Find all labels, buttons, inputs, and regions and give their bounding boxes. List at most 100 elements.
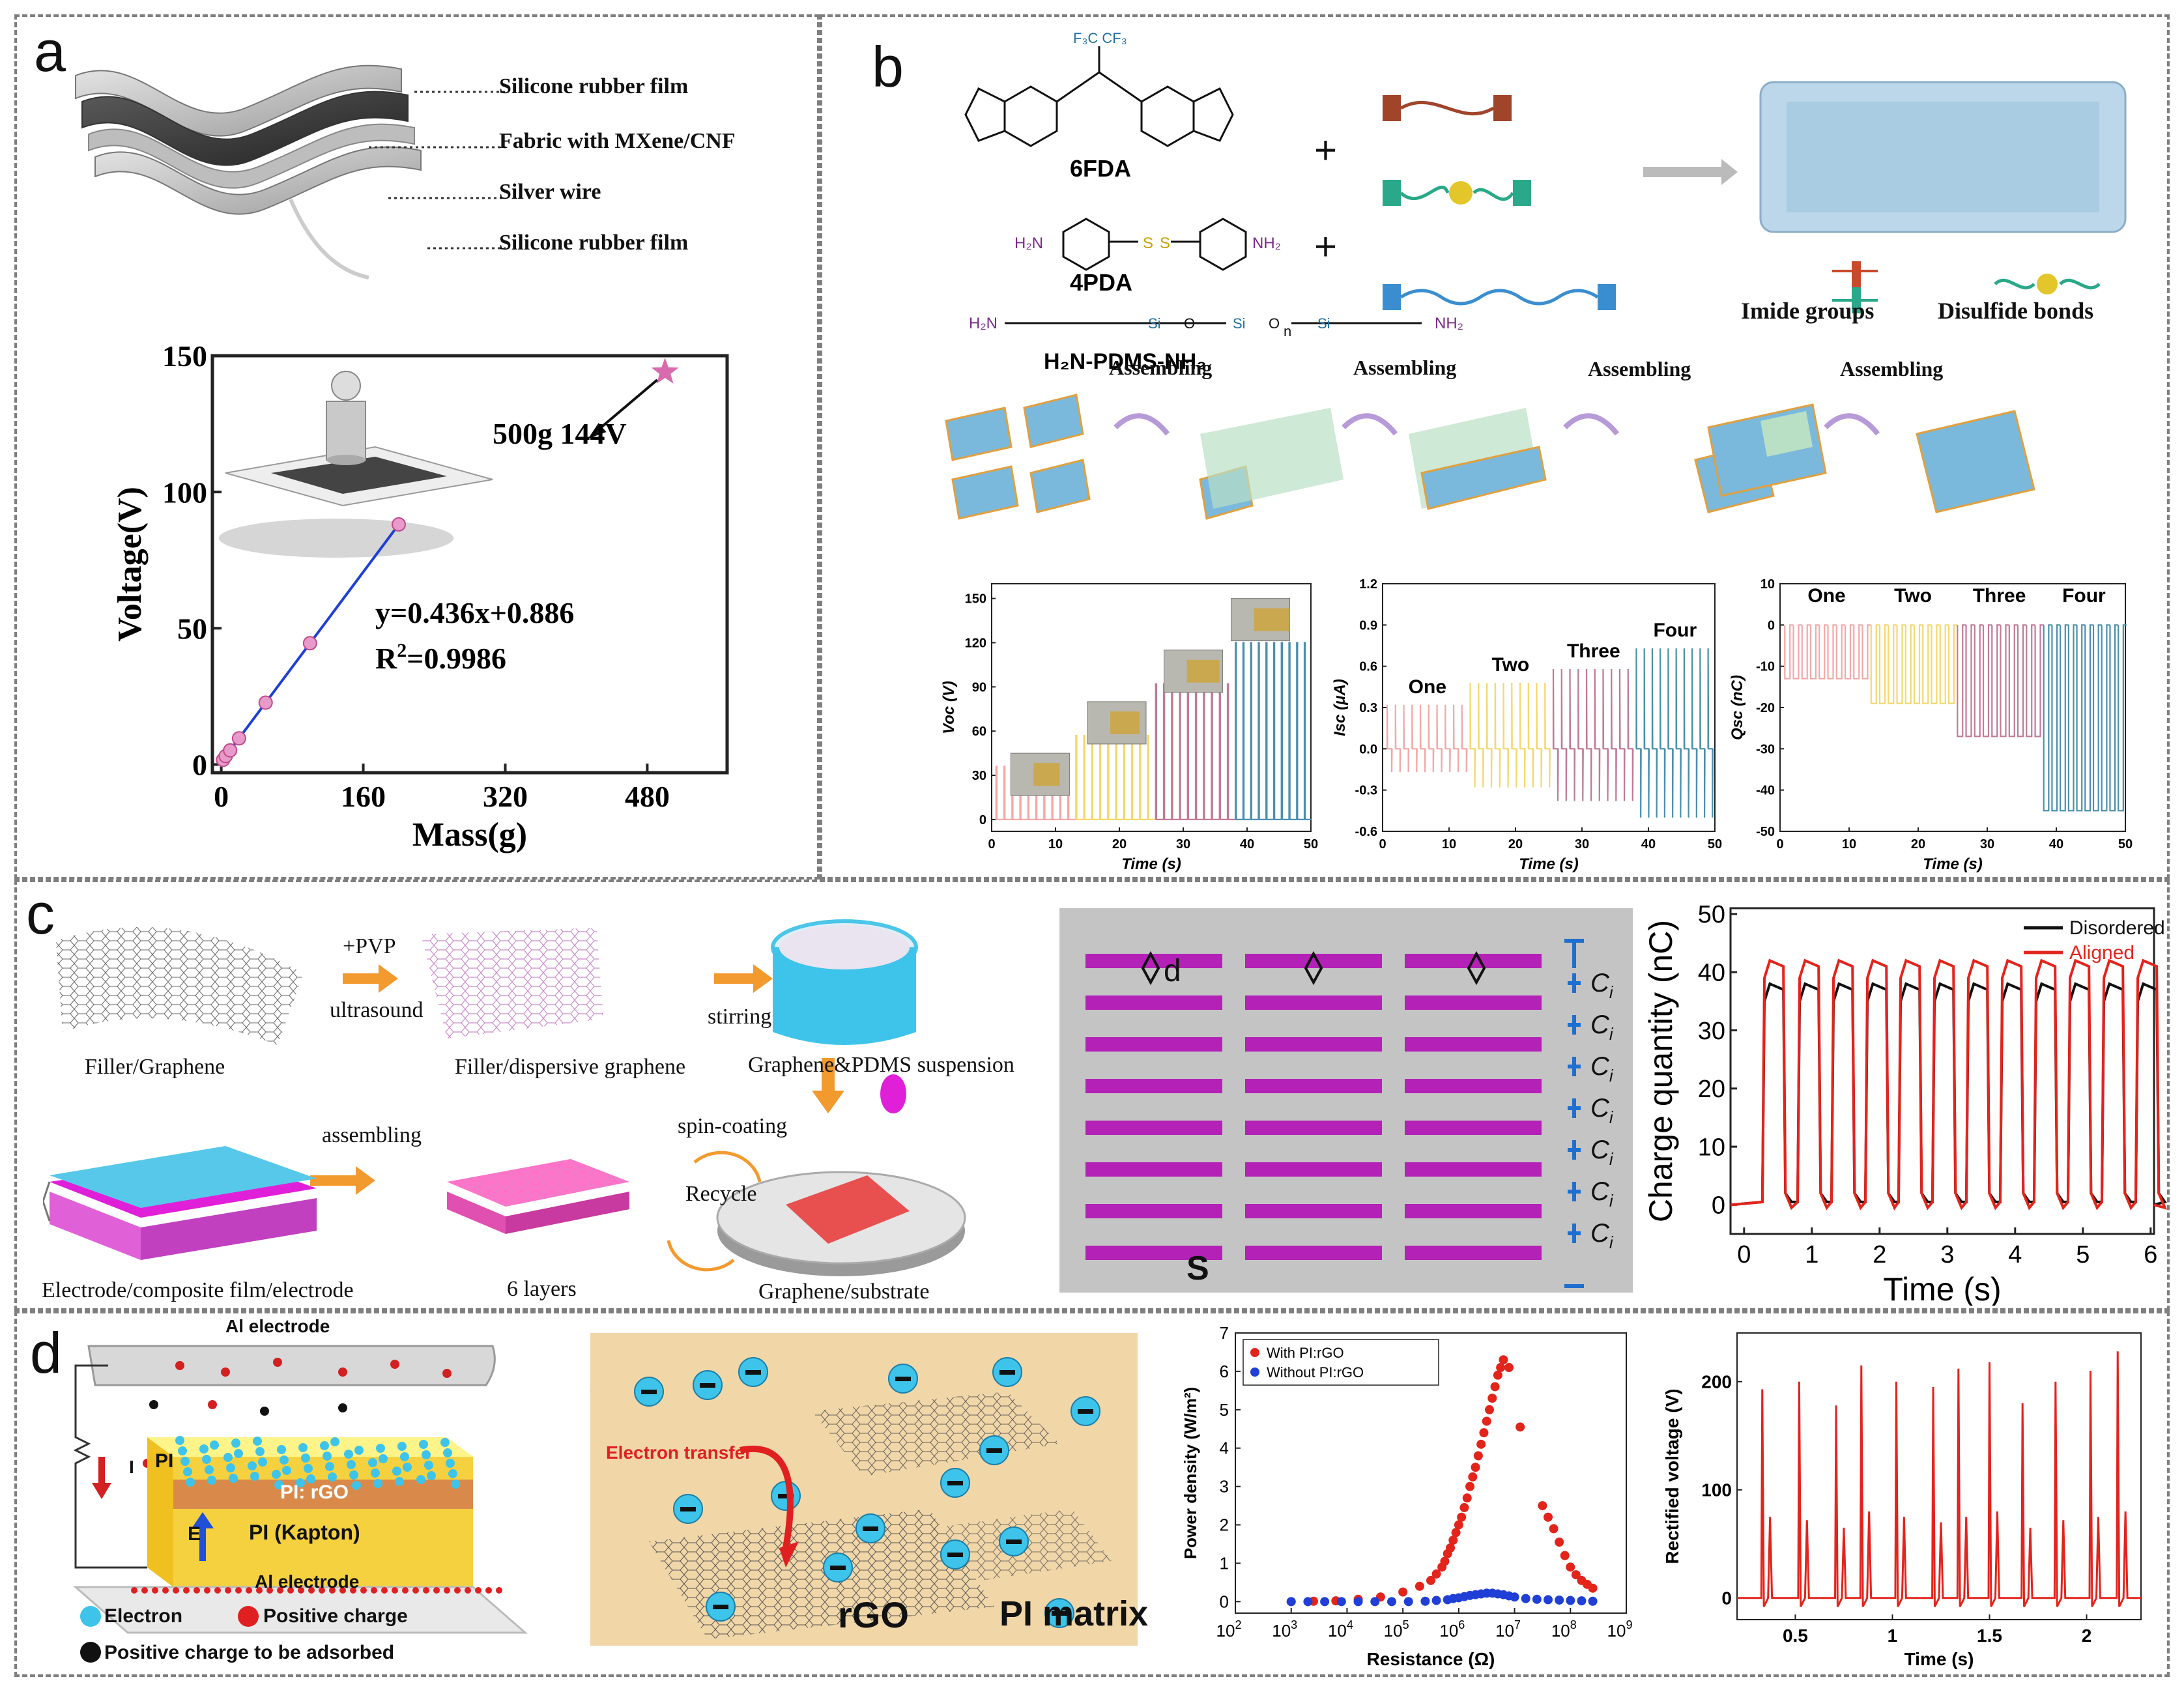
data-point [1448, 1536, 1458, 1545]
data-point [1482, 1416, 1491, 1426]
label-rgo: rGO [838, 1594, 909, 1635]
minus-sign [947, 1553, 963, 1557]
c-charge-xtick-label: 2 [1873, 1241, 1886, 1268]
legend-adsorbed: Positive charge to be adsorbed [104, 1642, 395, 1663]
positive-charge-dot [141, 1587, 148, 1594]
b-isc-pulse [1675, 648, 1682, 818]
assembling-label-4: Assembling [1840, 357, 1944, 380]
b-qsc-pulse [1939, 624, 1949, 704]
b-voc-pulse [1075, 734, 1084, 821]
plus-sign-2: + [1314, 225, 1338, 268]
b-isc-annotation: Three [1567, 640, 1620, 662]
chart-d1-ylabel: Power density (W/m²) [1181, 1387, 1200, 1559]
data-point [1555, 1538, 1564, 1547]
electron-dot [371, 1468, 380, 1478]
electron-dot [258, 1457, 267, 1467]
c-charge-frame [1729, 907, 2155, 1235]
chart-d1-xtick-label: 102 [1216, 1618, 1242, 1640]
b-isc-pulse [1611, 668, 1617, 801]
b-qsc-pulse [1784, 624, 1794, 680]
legend-label: Aligned [2069, 942, 2134, 964]
pda-name: 4PDA [1070, 269, 1132, 296]
b-qsc-pulse [2092, 624, 2102, 812]
b-qsc-annotation: Four [2062, 585, 2106, 607]
a-voltage-mass-ytick-label: 100 [162, 476, 207, 509]
panel-a: a Silicone rubber film Fabric with MXene… [14, 14, 820, 880]
electron-dot [298, 1443, 308, 1452]
electron-dot [304, 1464, 313, 1473]
data-point [1370, 1597, 1380, 1607]
b-qsc-ytick-label: -50 [1756, 825, 1775, 839]
positive-charge-dot [235, 1587, 242, 1594]
chart-d1-ytick-label: 7 [1220, 1323, 1229, 1343]
monomer-structures: F₃C CF₃ 6FDA H₂N S S NH₂ 4PDA H₂N Si O S… [964, 30, 1463, 374]
electron-dot [280, 1455, 289, 1465]
minus-sign [863, 1526, 878, 1531]
b-voc-frame [991, 583, 1312, 832]
b-isc-pulse [1683, 648, 1690, 818]
b-isc-pulse [1585, 668, 1592, 801]
b-voc-pulse [1288, 642, 1297, 821]
electrode-bar [1405, 1162, 1542, 1177]
b-isc-pulse [1519, 682, 1526, 788]
chart-d1-ytick-label: 0 [1220, 1592, 1229, 1611]
b-qsc-pulse [1931, 624, 1940, 704]
label-dispersive: Filler/dispersive graphene [455, 1055, 686, 1079]
data-point [1446, 1543, 1455, 1553]
b-voc-pulse [1242, 642, 1251, 821]
chart-d1-xtick-label: 107 [1495, 1618, 1521, 1640]
electron-dot [349, 1470, 358, 1480]
cap-d-label: d [1164, 954, 1181, 988]
data-point [1588, 1596, 1598, 1606]
electron-dot [451, 1480, 460, 1489]
series-disordered [1730, 982, 2167, 1207]
data-point [1303, 1597, 1313, 1607]
a-voltage-mass-frame [211, 354, 728, 774]
label-electron-transfer: Electron transfer [606, 1442, 753, 1463]
positive-charge-dot [465, 1587, 471, 1594]
pda-s2: S [1160, 235, 1170, 252]
b-qsc-pulse [1792, 624, 1802, 680]
minus-sign [700, 1383, 715, 1388]
chart-d1-ytick-label: 5 [1220, 1400, 1229, 1420]
b-qsc-pulse [2008, 624, 2019, 738]
b-voc-pulse [1211, 683, 1220, 821]
chart-a-annotation: 500g 144V [493, 417, 627, 450]
electrode-bar [1405, 1121, 1542, 1135]
positive-charge-dot [360, 1587, 367, 1594]
pda-s1: S [1143, 235, 1153, 252]
capacitor-label: Ci [1590, 1052, 1614, 1085]
positive-charge-dot [183, 1587, 190, 1594]
electron-dot [344, 1450, 353, 1459]
b-voc-ytick-label: 150 [965, 592, 986, 607]
d-rectified-xtick-label: 1.5 [1977, 1626, 2002, 1646]
b-isc-pulse [1627, 668, 1634, 801]
b-qsc-xtick-label: 50 [2118, 837, 2133, 852]
electrode-bar [1085, 1204, 1222, 1218]
data-point [1468, 1472, 1478, 1482]
b-voc-ytick-label: 0 [979, 813, 986, 827]
chart-d1-ytick-label: 6 [1220, 1362, 1229, 1381]
b-qsc-ytick-label: -40 [1756, 784, 1775, 798]
electron-dot [175, 1436, 184, 1445]
b-isc-pulse [1635, 648, 1642, 818]
electrode-bar [1085, 1037, 1222, 1052]
b-qsc-pulse [1974, 624, 1984, 738]
cf3-label: F₃C CF₃ [1073, 30, 1127, 46]
device-structure-illustration [73, 1345, 528, 1663]
label-spin-coating: spin-coating [678, 1114, 788, 1138]
b-qsc-ytick-label: 10 [1760, 577, 1775, 592]
b-qsc-pulse [1818, 624, 1828, 680]
data-point [1473, 1451, 1483, 1461]
minus-sign [778, 1494, 794, 1498]
electron-dot [255, 1447, 265, 1456]
data-point [1387, 1597, 1396, 1607]
b-voc-xtick-label: 20 [1112, 837, 1127, 852]
label-substrate: Graphene/substrate [758, 1280, 930, 1304]
label-al-top: Al electrode [225, 1316, 330, 1336]
legend-box [1243, 1339, 1439, 1386]
label-pi-matrix: PI matrix [999, 1594, 1149, 1633]
b-qsc-ytick-label: 0 [1768, 618, 1775, 633]
